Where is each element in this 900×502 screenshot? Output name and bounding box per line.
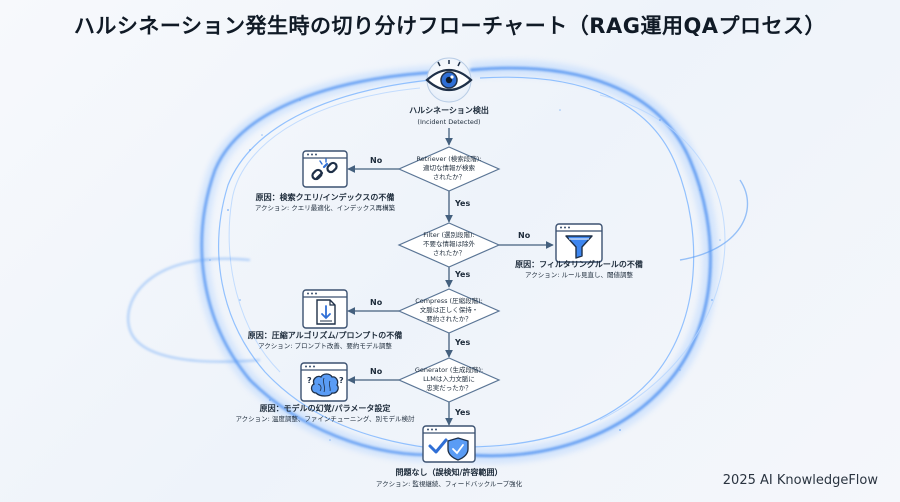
decision-filter-line2: 不要な情報は除外 <box>423 239 476 248</box>
start-node: ハルシネーション検出 (Incident Detected) <box>409 57 489 126</box>
browser-window-icon-1 <box>302 150 348 188</box>
document-compress-icon <box>316 299 336 325</box>
cause-filter-title: 原因：フィルタリングルールの不備 <box>515 259 643 269</box>
end-node: 問題なし（誤検知/許容範囲） アクション: 監視継続、フィードバックループ強化 <box>376 425 523 488</box>
footer-credit: 2025 AI KnowledgeFlow <box>722 473 878 488</box>
cause-compress-action: アクション: プロンプト改善、要約モデル調整 <box>258 341 392 350</box>
no-label-2: No <box>518 231 531 240</box>
decision-filter-line1: Filter (選別段階): <box>423 230 474 239</box>
yes-label-3: Yes <box>454 338 470 347</box>
decision-filter: Filter (選別段階): 不要な情報は除外 されたか？ <box>397 222 501 268</box>
cause-compress: 原因：圧縮アルゴリズム/プロンプトの不備 アクション: プロンプト改善、要約モデ… <box>248 289 402 350</box>
yes-label-2: Yes <box>454 270 470 279</box>
decision-generator-line1: Generator (生成段階): <box>415 365 483 374</box>
decision-retriever-line3: されたか？ <box>433 173 466 181</box>
decision-retriever: Retriever (検索段階): 適切な情報が検索 されたか？ <box>397 146 501 192</box>
cause-retriever-title: 原因：検索クエリ/インデックスの不備 <box>256 192 395 202</box>
cause-filter: 原因：フィルタリングルールの不備 アクション: ルール見直し、閾値調整 <box>515 223 643 279</box>
start-sublabel: (Incident Detected) <box>417 118 480 126</box>
decision-generator: Generator (生成段階): LLMは入力文脈に 忠実だったか？ <box>397 357 501 403</box>
brain-question-icon: ? ? <box>307 373 344 397</box>
end-action: アクション: 監視継続、フィードバックループ強化 <box>376 479 523 488</box>
sparkles <box>209 99 721 441</box>
decision-compress: Compress (圧縮段階): 文脈は正しく保持・ 要約されたか？ <box>397 288 501 334</box>
end-label: 問題なし（誤検知/許容範囲） <box>396 467 503 477</box>
cause-generator-title: 原因：モデルの幻覚/パラメータ設定 <box>260 403 391 413</box>
cause-retriever-action: アクション: クエリ最適化、インデックス再構築 <box>255 203 396 212</box>
svg-text:?: ? <box>307 376 312 385</box>
decision-filter-line3: されたか？ <box>433 249 466 257</box>
no-label-1: No <box>370 156 383 165</box>
page-title: ハルシネーション発生時の切り分けフローチャート（RAG運用QAプロセス） <box>73 14 827 38</box>
cause-compress-title: 原因：圧縮アルゴリズム/プロンプトの不備 <box>248 330 402 340</box>
no-label-3: No <box>370 298 383 307</box>
glow-swirl-left <box>127 65 441 462</box>
no-connectors <box>347 165 554 384</box>
decision-compress-line2: 文脈は正しく保持・ <box>420 305 479 314</box>
cause-filter-action: アクション: ルール見直し、閾値調整 <box>525 270 633 279</box>
eye-icon <box>425 60 473 92</box>
start-label: ハルシネーション検出 <box>409 105 489 115</box>
glow-swirl-right <box>469 60 749 464</box>
no-label-4: No <box>370 367 383 376</box>
filter-funnel-icon <box>565 235 593 259</box>
decision-compress-line1: Compress (圧縮段階): <box>415 296 483 305</box>
broken-link-icon <box>311 158 338 181</box>
decision-compress-line3: 要約されたか？ <box>426 314 472 323</box>
cause-generator-action: アクション: 温度調整、ファインチューニング、別モデル検討 <box>236 414 415 423</box>
check-shield-icon <box>428 437 469 461</box>
cause-generator: ? ? 原因：モデルの幻覚/パラメータ設定 アクション: 温度調整、ファインチュ… <box>236 362 415 423</box>
yes-label-1: Yes <box>454 199 470 208</box>
decision-generator-line2: LLMは入力文脈に <box>423 374 475 383</box>
svg-text:?: ? <box>339 376 344 385</box>
decision-retriever-line1: Retriever (検索段階): <box>416 154 481 163</box>
decision-generator-line3: 忠実だったか？ <box>426 383 472 392</box>
cause-retriever: 原因：検索クエリ/インデックスの不備 アクション: クエリ最適化、インデックス再… <box>255 150 396 212</box>
yes-label-4: Yes <box>454 408 470 417</box>
decision-retriever-line2: 適切な情報が検索 <box>423 163 476 172</box>
